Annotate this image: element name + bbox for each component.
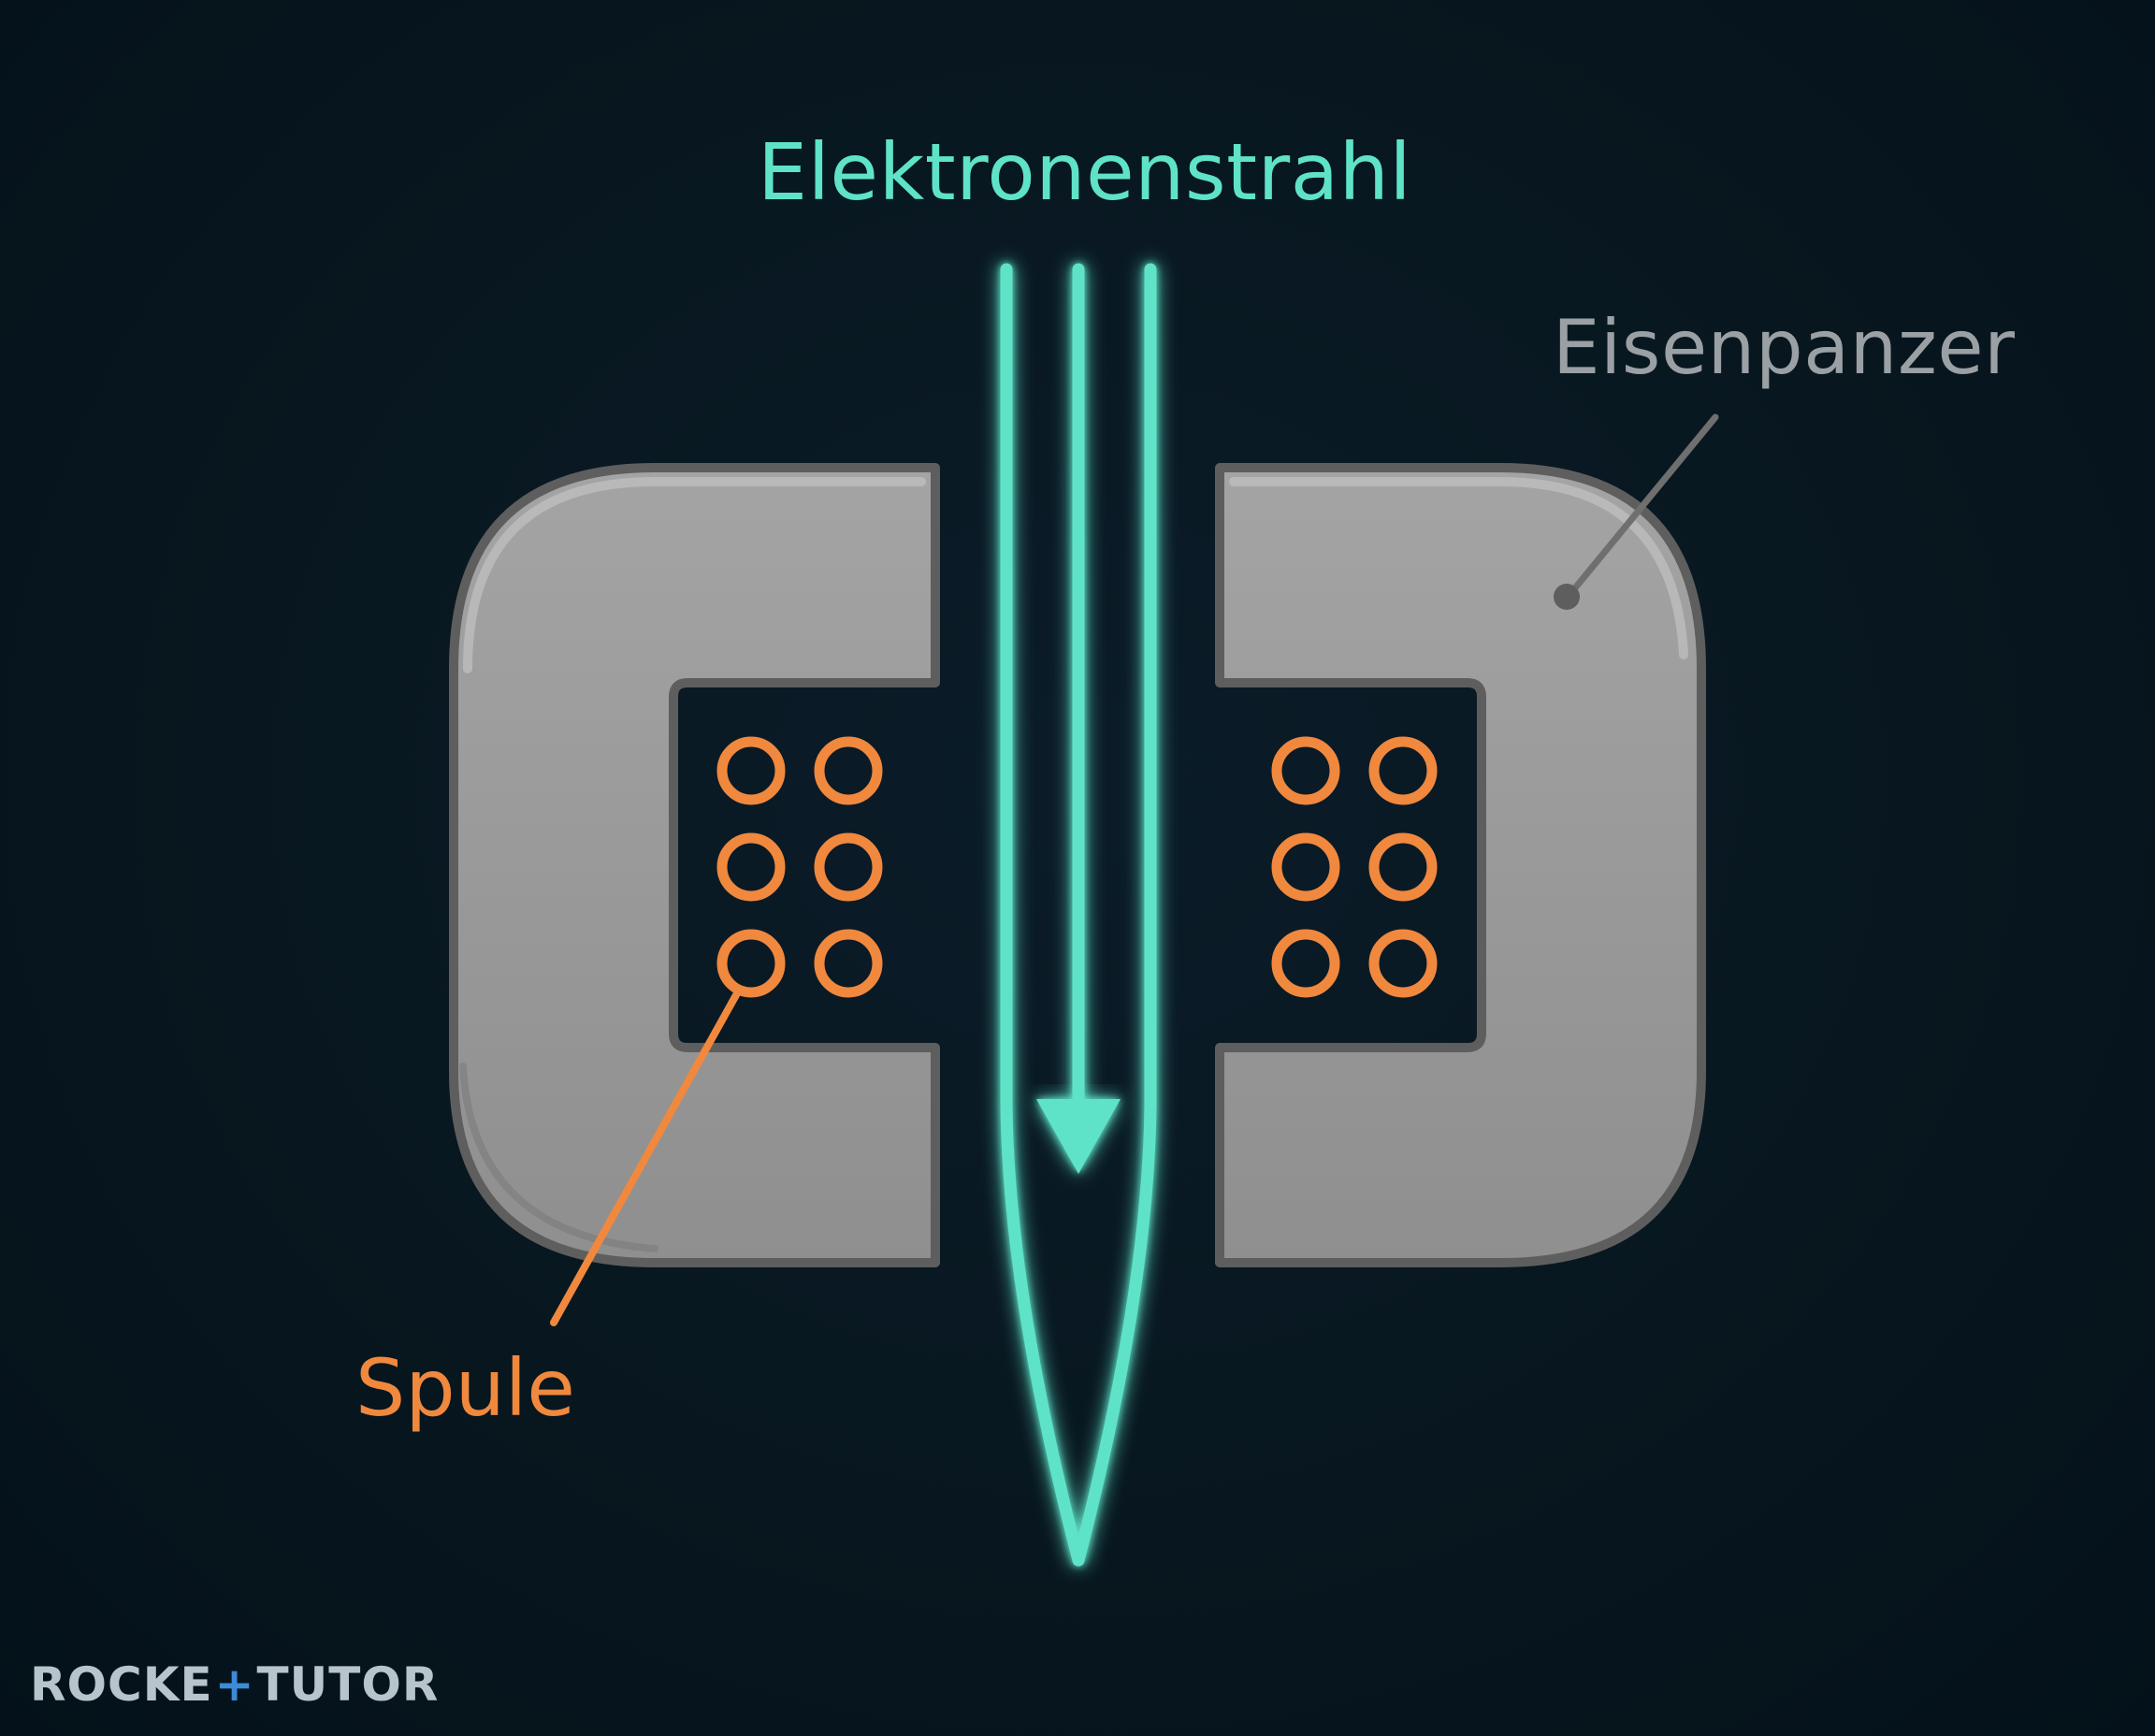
armor-label: Eisenpanzer xyxy=(1553,304,2016,391)
armor-leader xyxy=(1554,413,1719,610)
iron-shell-right xyxy=(1215,463,1706,1267)
logo-plus: + xyxy=(214,1657,255,1712)
coil-leader xyxy=(550,990,741,1326)
coil-winding xyxy=(716,736,786,805)
arrow-down-icon xyxy=(1036,1099,1121,1174)
coil-winding xyxy=(814,929,883,998)
logo-text-part1: ROCKE xyxy=(30,1657,213,1712)
coil-winding xyxy=(814,832,883,902)
coil-label: Spule xyxy=(355,1342,575,1434)
coil-winding xyxy=(1271,929,1340,998)
coil-winding xyxy=(1271,832,1340,902)
beam-label: Elektronenstrahl xyxy=(758,126,1412,218)
logo-text-part2: TUTOR xyxy=(256,1657,440,1712)
coil-winding xyxy=(716,929,786,998)
beam-ray-left xyxy=(1000,263,1085,1567)
coil-right xyxy=(1271,736,1438,998)
iron-shell-left xyxy=(449,463,940,1267)
beam-ray-right xyxy=(1072,263,1157,1567)
coil-winding xyxy=(716,832,786,902)
coil-winding xyxy=(1368,832,1438,902)
coil-winding xyxy=(1368,929,1438,998)
electron-beam xyxy=(1000,263,1157,1567)
coil-left xyxy=(716,736,883,998)
rocketutor-logo: ROCKE + TUTOR xyxy=(30,1657,439,1712)
coil-winding xyxy=(1368,736,1438,805)
coil-winding xyxy=(814,736,883,805)
coil-winding xyxy=(1271,736,1340,805)
